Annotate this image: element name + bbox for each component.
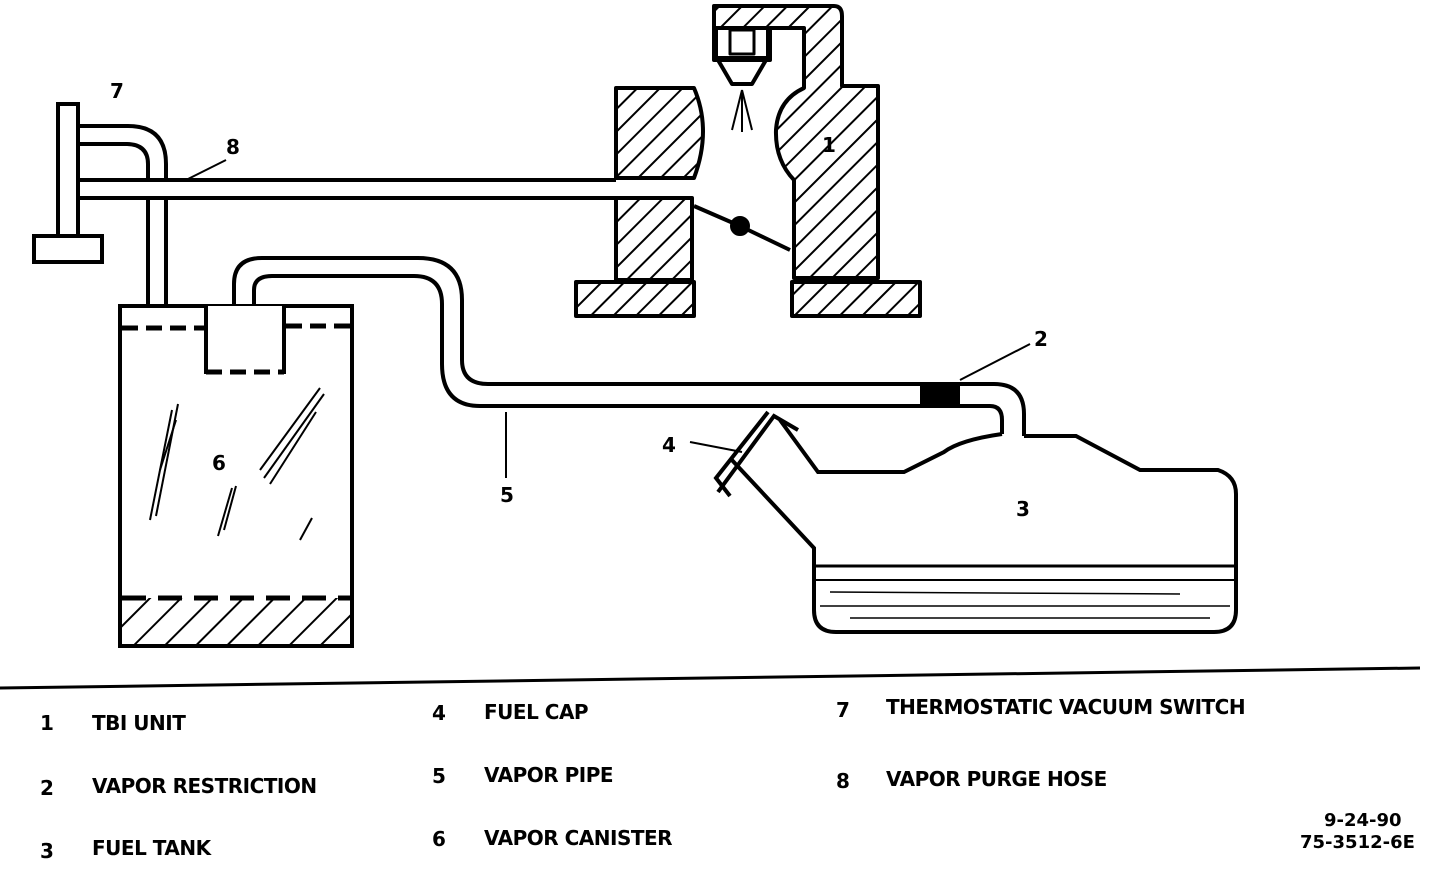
callout-8: 8 xyxy=(226,135,240,159)
legend-num: 5 xyxy=(432,764,445,788)
legend-num: 6 xyxy=(432,827,445,851)
legend-label: VAPOR PIPE xyxy=(484,763,613,787)
legend-label: VAPOR CANISTER xyxy=(484,826,672,850)
legend-label: VAPOR PURGE HOSE xyxy=(886,767,1107,791)
tbi-unit xyxy=(574,4,922,318)
legend-divider xyxy=(0,666,1421,690)
callout-3: 3 xyxy=(1016,497,1030,521)
legend-num: 1 xyxy=(40,711,53,735)
stamp-date: 9-24-90 xyxy=(1324,810,1402,831)
callout-4: 4 xyxy=(662,433,676,457)
legend-num: 7 xyxy=(836,698,849,722)
callout-5: 5 xyxy=(500,483,514,507)
vapor-pipe xyxy=(232,256,920,478)
legend: 1 TBI UNIT 2 VAPOR RESTRICTION 3 FUEL TA… xyxy=(40,695,1246,863)
fuel-tank xyxy=(728,382,1238,634)
callout-7: 7 xyxy=(110,79,124,103)
vapor-restriction xyxy=(920,343,1031,408)
legend-label: FUEL TANK xyxy=(92,836,213,860)
vapor-purge-hose xyxy=(80,124,616,306)
callout-6: 6 xyxy=(212,451,226,475)
vapor-canister xyxy=(118,304,354,648)
legend-label: TBI UNIT xyxy=(92,711,186,735)
fuel-cap xyxy=(689,410,800,498)
callout-2: 2 xyxy=(1034,327,1048,351)
legend-label: VAPOR RESTRICTION xyxy=(92,774,317,798)
legend-label: THERMOSTATIC VACUUM SWITCH xyxy=(886,695,1245,719)
callout-1: 1 xyxy=(822,133,836,157)
legend-label: FUEL CAP xyxy=(484,700,588,724)
legend-num: 3 xyxy=(40,839,53,863)
thermostatic-vacuum-switch xyxy=(32,102,104,264)
legend-num: 8 xyxy=(836,769,849,793)
legend-num: 2 xyxy=(40,776,53,800)
stamp-code: 75-3512-6E xyxy=(1300,832,1415,853)
legend-num: 4 xyxy=(432,701,445,725)
